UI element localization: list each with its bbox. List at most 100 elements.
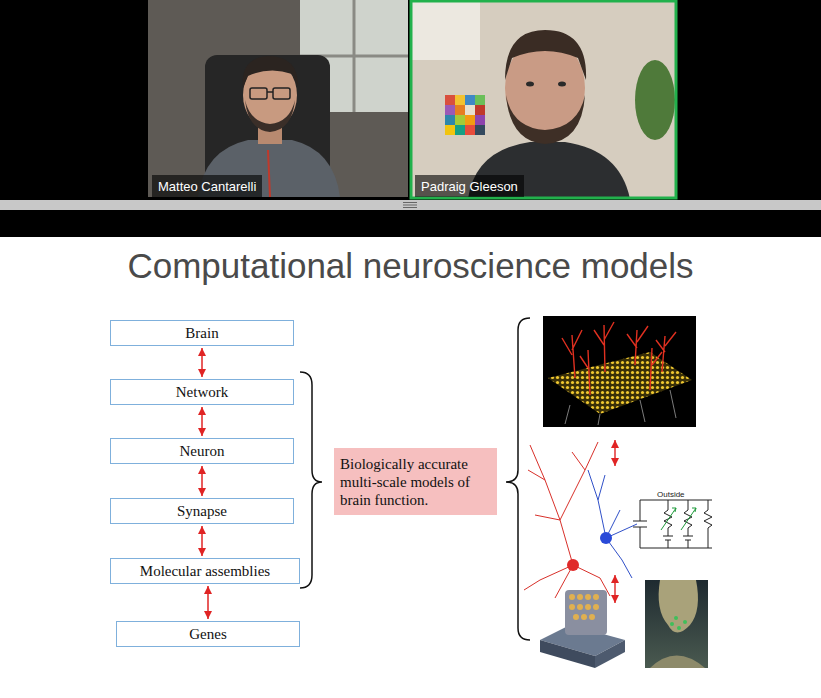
network-image-part-part [640, 400, 645, 422]
bracket [300, 318, 530, 640]
ion-channel-image-part-part [585, 604, 591, 610]
right-video-tile-part-part [455, 95, 465, 105]
ion-channel-image-part-part [593, 594, 599, 600]
level-box: Neuron [110, 438, 294, 464]
neuron-image-part-part [572, 452, 585, 470]
right-video-tile-part-part [445, 105, 455, 115]
left-video-tile-part [273, 88, 290, 99]
network-image-part-part [580, 350, 590, 395]
divider-bar [0, 200, 821, 210]
black-ground [0, 0, 821, 237]
right-video-tile-part [411, 1, 676, 198]
right-video-tile-part [505, 30, 586, 80]
ion-channel-image-part [569, 594, 599, 620]
neuron-image-part-part [530, 445, 573, 565]
scale-arrow-part [614, 575, 615, 603]
left-video-tile [148, 0, 408, 197]
right-video-tile-part [526, 82, 534, 87]
double-arrow [207, 586, 209, 619]
network-image-part [565, 390, 676, 425]
right-video-tile-part-part [465, 125, 475, 135]
left-video-tile-part [148, 0, 408, 197]
ion-channel-image-part [565, 590, 607, 635]
ion-channel-image-part-part [573, 614, 579, 620]
double-arrow [201, 348, 203, 377]
network-image-part-part [670, 390, 676, 418]
level-box: Molecular assemblies [110, 558, 300, 584]
level-box: Brain [110, 320, 294, 346]
left-video-tile-part [250, 88, 267, 99]
synapse-image-part [670, 616, 687, 630]
right-video-tile [410, 0, 677, 199]
network-image-part [548, 352, 692, 414]
circuit-symbol-part [681, 508, 696, 530]
ion-channel-image [540, 590, 625, 668]
left-video-tile-part [243, 56, 298, 88]
network-image [543, 316, 696, 427]
neuron-image-part [524, 442, 610, 598]
synapse-image-part [645, 580, 708, 668]
ion-channel-image-part-part [569, 594, 575, 600]
network-image-part-part [565, 405, 570, 424]
synapse-image-part-part [683, 620, 687, 624]
synapse-image-part [659, 580, 698, 633]
synapse-image-part-part [677, 626, 681, 630]
ion-channel-image-part [595, 640, 625, 668]
double-arrow [201, 526, 203, 556]
divider-bar-part [403, 205, 417, 206]
summary-box: Biologically accurate multi-scale models… [334, 448, 497, 515]
neuron-image-part [567, 559, 579, 571]
circuit-symbol-part [704, 500, 712, 548]
right-video-tile-part-part [475, 95, 485, 105]
neuron-image-part [600, 532, 612, 544]
right-video-tile-part-part [475, 125, 485, 135]
right-video-tile-part [506, 95, 585, 144]
right-video-tile-part-part [445, 115, 455, 125]
neuron-image-part-part [606, 538, 632, 578]
node-text: Synapse [119, 502, 285, 520]
right-video-tile-part [635, 60, 675, 140]
right-video-tile-part-part [475, 115, 485, 125]
circuit-symbol [633, 500, 712, 548]
left-video-tile-part [268, 150, 270, 197]
participant-name: Matteo Cantarelli [158, 179, 256, 194]
left-video-tile-part [245, 100, 295, 132]
neuron-image-part-part [535, 515, 560, 520]
ion-channel-image-part-part [581, 614, 587, 620]
circuit-label: Outside [657, 490, 685, 499]
neuron-image-part-part [598, 475, 605, 500]
right-video-tile-part-part [465, 105, 475, 115]
circuit-symbol-part [633, 500, 647, 548]
right-video-tile-part [558, 82, 566, 87]
network-image-part-part [627, 326, 648, 365]
right-video-tile-part-part [465, 95, 475, 105]
ion-channel-image-part-part [577, 594, 583, 600]
network-image-part-part [650, 348, 662, 390]
right-video-tile-part-part [445, 125, 455, 135]
title-wrap: Computational neuroscience models [0, 246, 821, 286]
synapse-image-part [650, 656, 705, 669]
video-call [0, 0, 821, 237]
synapse-image-part-part [670, 622, 674, 626]
left-video-tile-part [267, 91, 273, 93]
node-text: Genes [125, 625, 291, 643]
ion-channel-image-part-part [577, 604, 583, 610]
node-text: Neuron [119, 442, 285, 460]
neuron-image-part-part [560, 442, 598, 520]
node-text: Biologically accurate multi-scale models… [340, 455, 491, 509]
name-tag: Matteo Cantarelli [152, 175, 262, 197]
neuron-image-part-part [528, 470, 545, 480]
network-image-part-part [656, 332, 676, 372]
divider-bar-part [403, 207, 417, 208]
name-tag: Padraig Gleeson [415, 175, 524, 197]
node-text: Molecular assemblies [119, 562, 291, 580]
slide-title: Computational neuroscience models [127, 246, 693, 285]
neuron-image [524, 442, 637, 598]
network-image-part-part [598, 414, 600, 425]
ion-channel-image-part-part [569, 604, 575, 610]
neuron-image-part-part [588, 470, 606, 538]
ion-channel-image-part-part [593, 604, 599, 610]
circuit-symbol-part [640, 500, 712, 548]
